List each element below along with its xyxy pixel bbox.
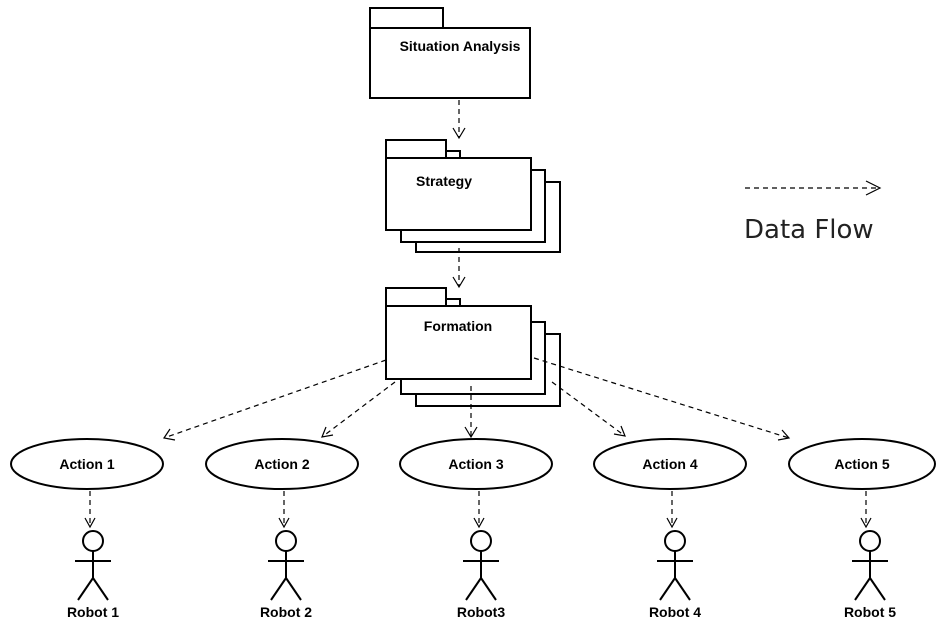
- stick-figure-icon: [75, 530, 111, 601]
- action-ellipse: [205, 438, 359, 490]
- action-ellipse: [788, 438, 936, 490]
- arrowhead-icon: [464, 426, 478, 439]
- flow-action-4-to-robot-4: [666, 491, 678, 529]
- flow-strategy-to-formation: [452, 248, 466, 289]
- robot-label: Robot 5: [844, 604, 896, 620]
- flow-formation-to-action-2: [321, 381, 396, 438]
- flow-action-2-to-robot-2: [278, 491, 290, 529]
- arrowhead-icon: [162, 428, 176, 441]
- package-tab: [385, 139, 447, 159]
- robot-2: Robot 2: [260, 530, 312, 620]
- stick-figure-icon: [852, 530, 888, 601]
- action-ellipse: [593, 438, 747, 490]
- package-body: [385, 157, 532, 231]
- arrowhead-icon: [452, 276, 466, 289]
- robot-label: Robot 4: [649, 604, 701, 620]
- flow-action-3-to-robot-3: [473, 491, 485, 529]
- package-strategy: Strategy: [385, 139, 561, 253]
- arrowhead-icon: [452, 127, 466, 140]
- package-tab: [385, 287, 447, 307]
- package-body: [385, 305, 532, 380]
- stick-figure-icon: [268, 530, 304, 601]
- action-ellipse: [10, 438, 164, 490]
- package-tab-small: [445, 150, 461, 159]
- robot-label: Robot 2: [260, 604, 312, 620]
- legend-label: Data Flow: [744, 215, 874, 245]
- action-3: Action 3: [399, 438, 553, 490]
- package-formation: Formation: [385, 287, 561, 407]
- package-tab-small: [445, 298, 461, 307]
- action-5: Action 5: [788, 438, 936, 490]
- package-situation-analysis: Situation Analysis: [369, 7, 531, 99]
- flow-action-5-to-robot-5: [860, 491, 872, 529]
- arrowhead-icon: [613, 425, 626, 437]
- package-tab: [369, 7, 444, 29]
- arrowhead-icon: [777, 429, 791, 441]
- stick-figure-icon: [657, 530, 693, 601]
- robot-5: Robot 5: [844, 530, 896, 620]
- robot-label: Robot3: [457, 604, 505, 620]
- package-label-formation: Formation: [424, 318, 492, 334]
- flow-action-1-to-robot-1: [84, 491, 96, 529]
- arrowhead-icon: [84, 517, 96, 529]
- action-label: Action 5: [834, 456, 889, 472]
- action-ellipse: [399, 438, 553, 490]
- flow-formation-to-action-3: [464, 386, 478, 439]
- flow-formation-to-action-1: [162, 359, 387, 441]
- flow-situation-to-strategy: [452, 100, 466, 140]
- legend-arrowhead-icon: [865, 180, 882, 196]
- package-label-situation-analysis: Situation Analysis: [400, 38, 521, 54]
- action-2: Action 2: [205, 438, 359, 490]
- arrowhead-icon: [278, 517, 290, 529]
- robot-label: Robot 1: [67, 604, 119, 620]
- action-label: Action 3: [448, 456, 503, 472]
- action-label: Action 2: [254, 456, 309, 472]
- package-body: [369, 27, 531, 99]
- robot-1: Robot 1: [67, 530, 119, 620]
- flow-formation-to-action-4: [551, 381, 626, 437]
- package-label-strategy: Strategy: [416, 173, 472, 189]
- flows-action-to-robot: [84, 491, 872, 529]
- action-4: Action 4: [593, 438, 747, 490]
- robot-4: Robot 4: [649, 530, 701, 620]
- arrowhead-icon: [473, 517, 485, 529]
- legend: Data Flow: [744, 180, 882, 245]
- action-label: Action 1: [59, 456, 114, 472]
- action-1: Action 1: [10, 438, 164, 490]
- action-label: Action 4: [642, 456, 697, 472]
- stick-figure-icon: [463, 530, 499, 601]
- arrowhead-icon: [666, 517, 678, 529]
- robot-3: Robot3: [457, 530, 505, 620]
- arrowhead-icon: [860, 517, 872, 529]
- flow-formation-to-action-5: [533, 357, 791, 441]
- flows-formation-to-actions: [162, 357, 791, 441]
- arrowhead-icon: [321, 426, 334, 438]
